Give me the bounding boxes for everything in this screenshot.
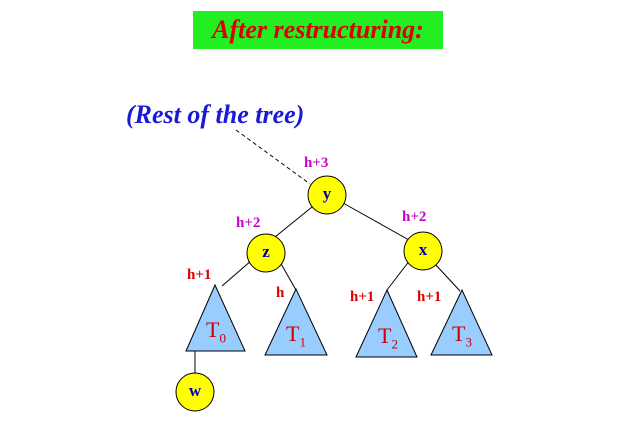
edge-z-t0 (221, 259, 253, 287)
edge-rest-to-y (235, 129, 311, 185)
subtree-t2-sub: 2 (391, 336, 398, 352)
node-z (246, 233, 286, 273)
subtree-t1-sub: 1 (299, 334, 306, 350)
node-z-label: z (262, 242, 270, 261)
edge-x-t2 (386, 259, 411, 291)
title-banner (193, 11, 443, 49)
node-y-label: y (322, 184, 332, 203)
edge-y-x (342, 202, 410, 241)
subtree-t2 (355, 288, 418, 358)
subtree-t0 (185, 283, 246, 352)
edge-x-t3 (433, 262, 461, 292)
height-label-t0: h+1 (187, 267, 212, 283)
subtree-t0-label: T0 (206, 318, 226, 350)
subtree-t3-name: T (452, 321, 466, 346)
rest-of-tree-label: (Rest of the tree) (126, 100, 305, 129)
subtree-t3 (430, 288, 493, 356)
node-w (175, 372, 215, 412)
subtree-t0-sub: 0 (219, 330, 226, 346)
subtree-t1 (264, 287, 328, 356)
node-x-label: x (418, 240, 428, 259)
height-label-t3: h+1 (417, 289, 442, 305)
edge-z-t1 (279, 261, 297, 291)
edge-y-z (274, 206, 313, 238)
height-label-y: h+3 (304, 155, 329, 171)
subtree-t2-name: T (378, 323, 392, 348)
subtree-t2-label: T2 (378, 324, 398, 356)
subtree-t1-label: T1 (286, 322, 306, 354)
subtree-t0-name: T (206, 317, 220, 342)
diagram-title: After restructuring: (212, 15, 424, 44)
subtree-t3-label: T3 (452, 322, 472, 354)
subtree-t3-sub: 3 (465, 334, 472, 350)
node-w-label: w (188, 381, 202, 400)
height-label-z: h+2 (236, 215, 261, 231)
node-y (307, 175, 347, 215)
height-label-x: h+2 (402, 209, 427, 225)
node-x (403, 231, 443, 271)
subtree-t1-name: T (286, 321, 300, 346)
height-label-t1: h (276, 285, 285, 301)
height-label-t2: h+1 (350, 289, 375, 305)
